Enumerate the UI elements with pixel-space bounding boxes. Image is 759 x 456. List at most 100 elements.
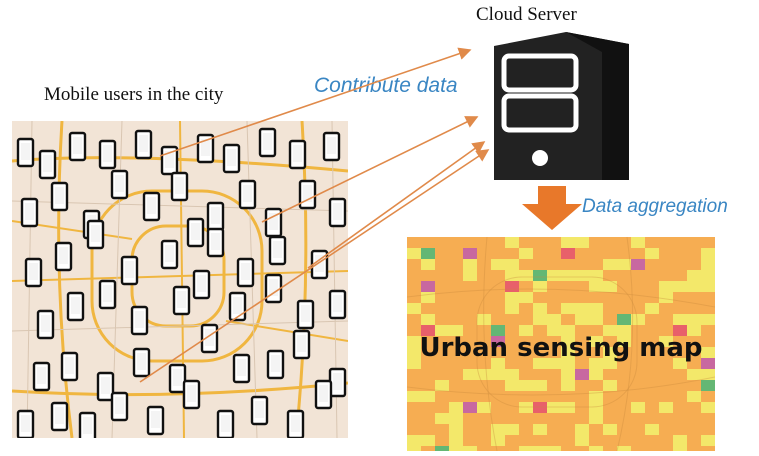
- heatmap-cell: [645, 248, 659, 259]
- heatmap-cell: [519, 292, 533, 303]
- heatmap-cell: [673, 446, 687, 456]
- heatmap-cell: [491, 325, 505, 336]
- heatmap-cell: [701, 248, 715, 259]
- heatmap-cell: [491, 369, 505, 380]
- heatmap-cell: [421, 259, 435, 270]
- heatmap-cell: [575, 270, 589, 281]
- heatmap-cell: [603, 259, 617, 270]
- heatmap-cell: [617, 314, 631, 325]
- heatmap-cell: [673, 325, 687, 336]
- heatmap-cell: [477, 402, 491, 413]
- heatmap-cell: [561, 336, 575, 347]
- heatmap-cell: [701, 270, 715, 281]
- heatmap-cell: [617, 336, 631, 347]
- heatmap-cell: [519, 446, 533, 456]
- heatmap-cell: [421, 314, 435, 325]
- heatmap-cell: [687, 391, 701, 402]
- heatmap-cell: [589, 336, 603, 347]
- heatmap-cell: [687, 281, 701, 292]
- heatmap-cell: [407, 446, 421, 456]
- heatmap-cell: [575, 424, 589, 435]
- heatmap-cell: [463, 446, 477, 456]
- heatmap-cell: [463, 259, 477, 270]
- heatmap-cell: [533, 303, 547, 314]
- heatmap-cell: [589, 358, 603, 369]
- down-arrow-icon: [522, 186, 582, 230]
- heatmap-cell: [505, 303, 519, 314]
- heatmap-cell: [519, 380, 533, 391]
- heatmap-cell: [533, 314, 547, 325]
- heatmap-cell: [589, 270, 603, 281]
- heatmap-cell: [603, 424, 617, 435]
- heatmap-cell: [701, 380, 715, 391]
- heatmap-cell: [519, 402, 533, 413]
- heatmap-cell: [547, 325, 561, 336]
- heatmap-cell: [519, 325, 533, 336]
- heatmap-cell: [701, 314, 715, 325]
- heatmap-cell: [701, 435, 715, 446]
- heatmap-cell: [505, 281, 519, 292]
- heatmap-cell: [561, 248, 575, 259]
- heatmap-cell: [687, 270, 701, 281]
- city-map: [12, 121, 348, 438]
- heatmap-cell: [463, 402, 477, 413]
- heatmap-cell: [617, 446, 631, 456]
- heatmap-cell: [631, 402, 645, 413]
- heatmap-cell: [435, 380, 449, 391]
- heatmap-cell: [505, 292, 519, 303]
- contribute-data-label: Contribute data: [314, 74, 458, 97]
- heatmap-cell: [687, 369, 701, 380]
- heatmap-cell: [589, 391, 603, 402]
- heatmap-cell: [491, 424, 505, 435]
- heatmap-cell: [631, 314, 645, 325]
- heatmap-cell: [505, 380, 519, 391]
- heatmap-cell: [533, 281, 547, 292]
- heatmap-cell: [449, 402, 463, 413]
- heatmap-cell: [491, 435, 505, 446]
- heatmap-cell: [561, 270, 575, 281]
- data-aggregation-label: Data aggregation: [582, 196, 728, 217]
- heatmap-cell: [533, 358, 547, 369]
- heatmap-cell: [519, 248, 533, 259]
- heatmap-cell: [701, 281, 715, 292]
- heatmap-cell: [449, 435, 463, 446]
- server-tower-icon: [494, 32, 629, 180]
- heatmap-cell: [673, 314, 687, 325]
- heatmap-cell: [603, 347, 617, 358]
- heatmap-cell: [589, 413, 603, 424]
- heatmap-cell: [421, 435, 435, 446]
- heatmap-cell: [463, 248, 477, 259]
- heatmap-cell: [421, 248, 435, 259]
- heatmap-cell: [701, 369, 715, 380]
- heatmap-cell: [533, 402, 547, 413]
- heatmap-cell: [659, 292, 673, 303]
- heatmap-cell: [435, 413, 449, 424]
- heatmap-cell: [589, 446, 603, 456]
- users-title: Mobile users in the city: [44, 84, 224, 105]
- heatmap-cell: [645, 424, 659, 435]
- heatmap-cell: [673, 435, 687, 446]
- heatmap-cell: [533, 424, 547, 435]
- heatmap-cell: [505, 369, 519, 380]
- heatmap-cell: [533, 380, 547, 391]
- heatmap-cell: [589, 303, 603, 314]
- heatmap-cell: [463, 270, 477, 281]
- heatmap-cell: [561, 325, 575, 336]
- heatmap-cell: [659, 336, 673, 347]
- heatmap-cell: [687, 314, 701, 325]
- heatmap-cell: [645, 303, 659, 314]
- heatmap-cell: [561, 303, 575, 314]
- heatmap-cell: [561, 380, 575, 391]
- heatmap-cell: [631, 237, 645, 248]
- heatmap-cell: [589, 314, 603, 325]
- heatmap-cell: [407, 303, 421, 314]
- heatmap-cell: [547, 358, 561, 369]
- heatmap-cell: [687, 325, 701, 336]
- heatmap-cell: [491, 358, 505, 369]
- heatmap-cell: [659, 402, 673, 413]
- heatmap-cell: [491, 259, 505, 270]
- heatmap-cell: [407, 435, 421, 446]
- heatmap-cell: [533, 446, 547, 456]
- heatmap-cell: [701, 259, 715, 270]
- heatmap-cell: [589, 369, 603, 380]
